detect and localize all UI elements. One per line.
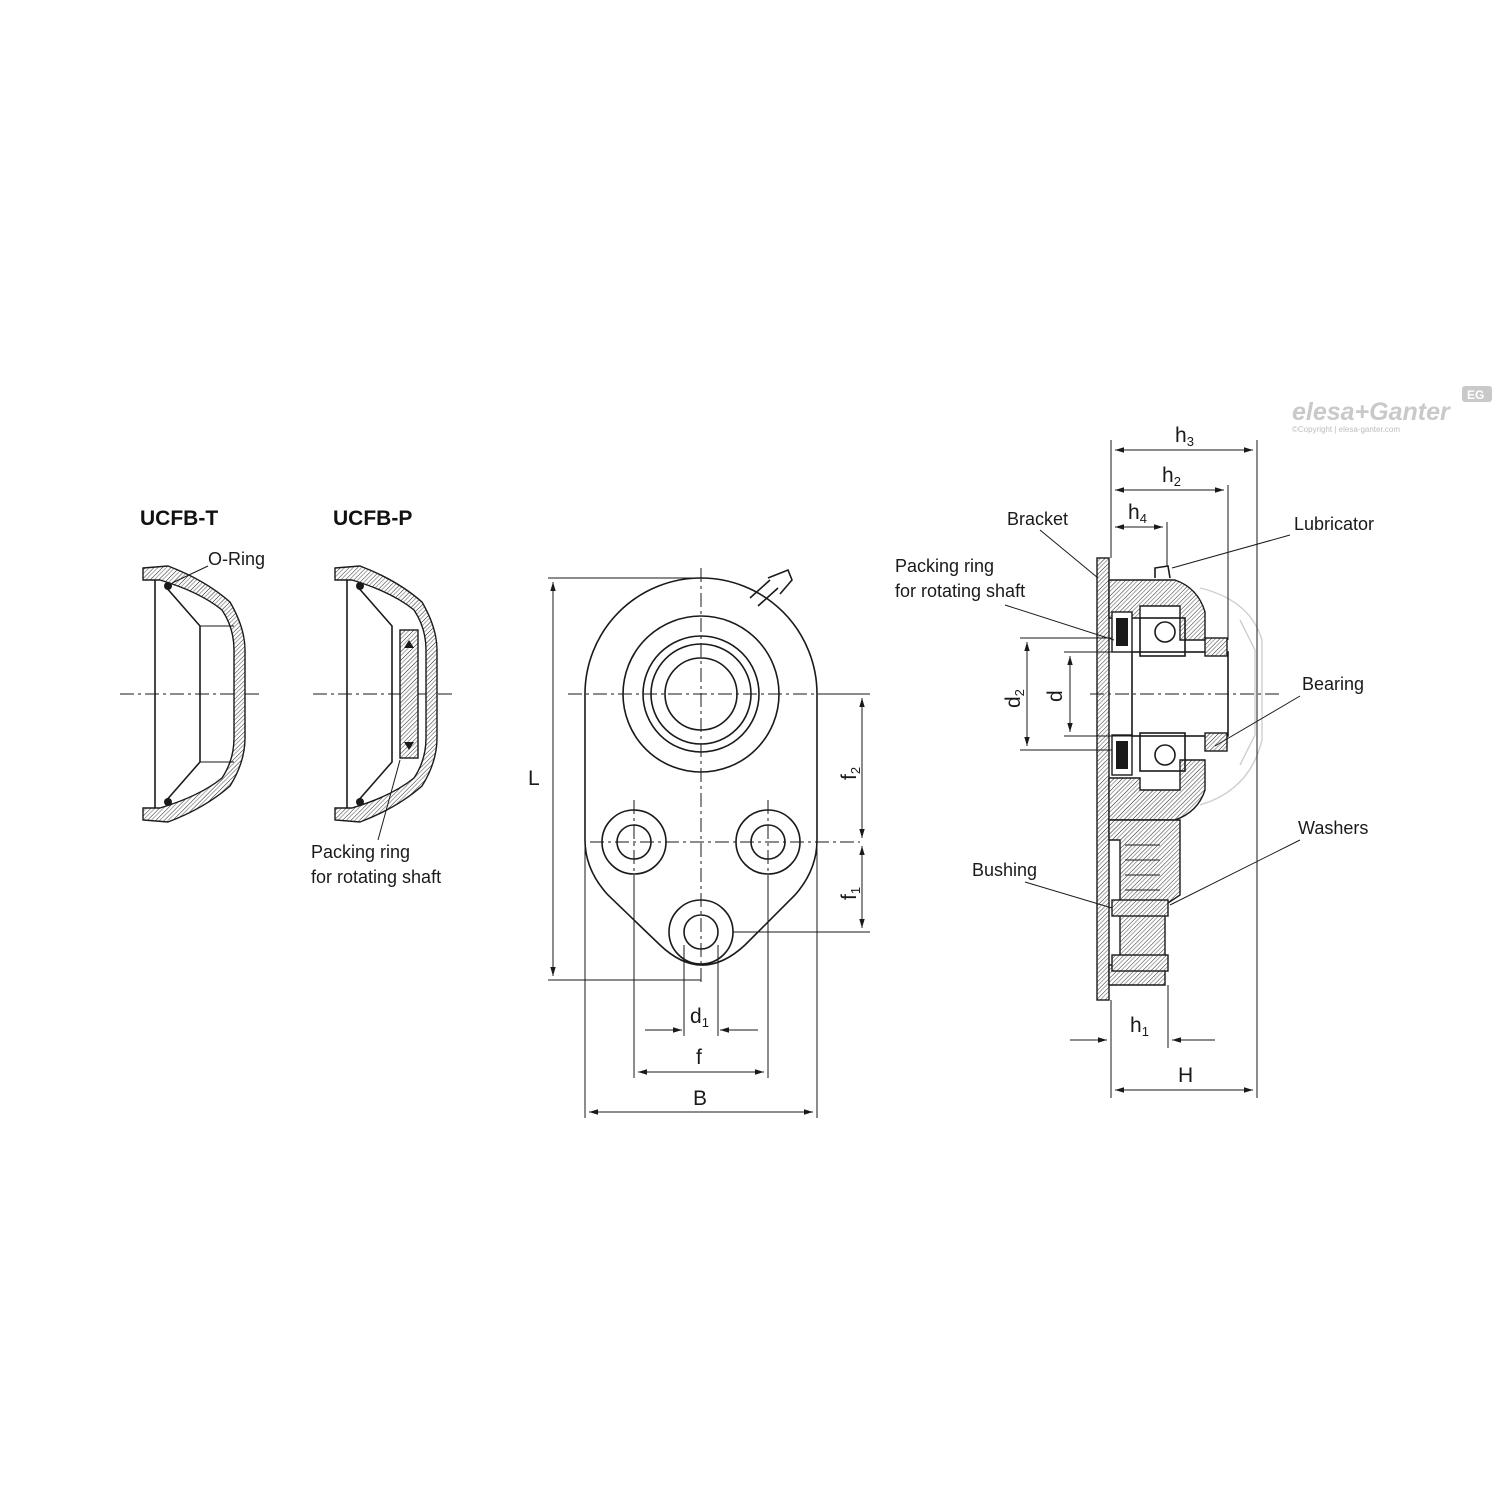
bearing-outer-bottom — [1139, 732, 1186, 772]
lubricator-leader — [1171, 534, 1291, 569]
dim-f1-label: f1 — [838, 887, 863, 900]
washers-leader — [1169, 839, 1301, 906]
packing-ring-label-1: Packing ring — [895, 556, 994, 576]
section-view: d d2 h3 h2 h4 h1 H Bracket Lubrica — [895, 424, 1374, 1098]
dim-L-label: L — [528, 767, 540, 790]
brand-badge-bg — [1462, 386, 1492, 402]
brand-logo: elesa+Ganter EG ©Copyright | elesa-gante… — [1292, 386, 1492, 434]
set-screw-bottom — [1204, 732, 1228, 752]
ucfb-p-seal-top — [356, 582, 364, 590]
brand-badge: EG — [1467, 388, 1484, 402]
dim-f2-label: f2 — [838, 767, 863, 780]
washer-top — [1111, 899, 1169, 917]
front-view: L B f d1 f2 f1 — [528, 568, 870, 1118]
bushing-thread — [1125, 844, 1160, 891]
bracket-leader — [1039, 529, 1099, 579]
dim-h1-label: h1 — [1130, 1014, 1149, 1039]
dim-d2-label: d2 — [1002, 689, 1027, 708]
bracket-plate — [1096, 557, 1110, 1001]
bearing-ball-top — [1154, 621, 1176, 643]
ucfb-p-packing-label-1: Packing ring — [311, 842, 410, 862]
dim-d1-label: d1 — [690, 1005, 709, 1030]
washers-label: Washers — [1298, 818, 1368, 838]
bearing-label: Bearing — [1302, 674, 1364, 694]
ucfb-p-packing-leader — [377, 759, 401, 841]
housing-upper — [1108, 579, 1206, 641]
cover-ghost-inner — [1239, 619, 1256, 766]
brand-logo-text: elesa+Ganter — [1292, 398, 1451, 426]
washer-bottom — [1111, 954, 1169, 972]
ucfb-p-packing-ring — [399, 629, 419, 759]
ucfb-p-title: UCFB-P — [333, 507, 412, 530]
dim-d-label: d — [1044, 690, 1067, 702]
dim-B-label: B — [693, 1087, 707, 1110]
cover-ghost-outline — [1199, 587, 1263, 806]
set-screw-top — [1204, 637, 1228, 657]
ucfb-t-inner-profile — [164, 585, 201, 803]
bearing-ball-bottom — [1154, 744, 1176, 766]
ucfb-t-view: UCFB-T O-Ring — [120, 507, 265, 823]
bracket-label: Bracket — [1007, 509, 1068, 529]
dim-h3-label: h3 — [1175, 424, 1194, 449]
lubricator-fitting — [1154, 565, 1171, 579]
ucfb-p-cover-shell — [334, 565, 438, 823]
bushing-label: Bushing — [972, 860, 1037, 880]
ucfb-p-view: UCFB-P Packing ring for rotating shaft — [311, 507, 452, 887]
flange-body-outline — [584, 577, 818, 966]
copyright-text: ©Copyright | elesa-ganter.com — [1292, 425, 1400, 434]
dim-h2-label: h2 — [1162, 464, 1181, 489]
ucfb-t-o-ring-bottom — [164, 798, 172, 806]
bushing-leader — [1024, 881, 1113, 909]
packing-ring-leader — [1004, 604, 1115, 641]
bearing-outer-top — [1139, 617, 1186, 657]
ucfb-p-inner-profile — [356, 585, 393, 803]
ucfb-t-cover-shell — [142, 565, 246, 823]
lubricator-label: Lubricator — [1294, 514, 1374, 534]
o-ring-label: O-Ring — [208, 549, 265, 569]
dim-h4-label: h4 — [1128, 501, 1147, 526]
ucfb-t-o-ring-top — [164, 582, 172, 590]
o-ring-leader — [171, 565, 209, 584]
dim-f-label: f — [696, 1046, 702, 1069]
dim-H-label: H — [1178, 1064, 1193, 1087]
ucfb-t-inner-lines — [200, 625, 234, 763]
ucfb-p-packing-label-2: for rotating shaft — [311, 867, 441, 887]
ucfb-t-title: UCFB-T — [140, 507, 218, 530]
packing-ring-top-core — [1116, 618, 1128, 646]
lubricator-nipple — [749, 568, 793, 607]
packing-ring-label-2: for rotating shaft — [895, 581, 1025, 601]
ucfb-p-seal-bottom — [356, 798, 364, 806]
packing-ring-bottom-core — [1116, 741, 1128, 769]
bearing-leader — [1214, 695, 1301, 747]
